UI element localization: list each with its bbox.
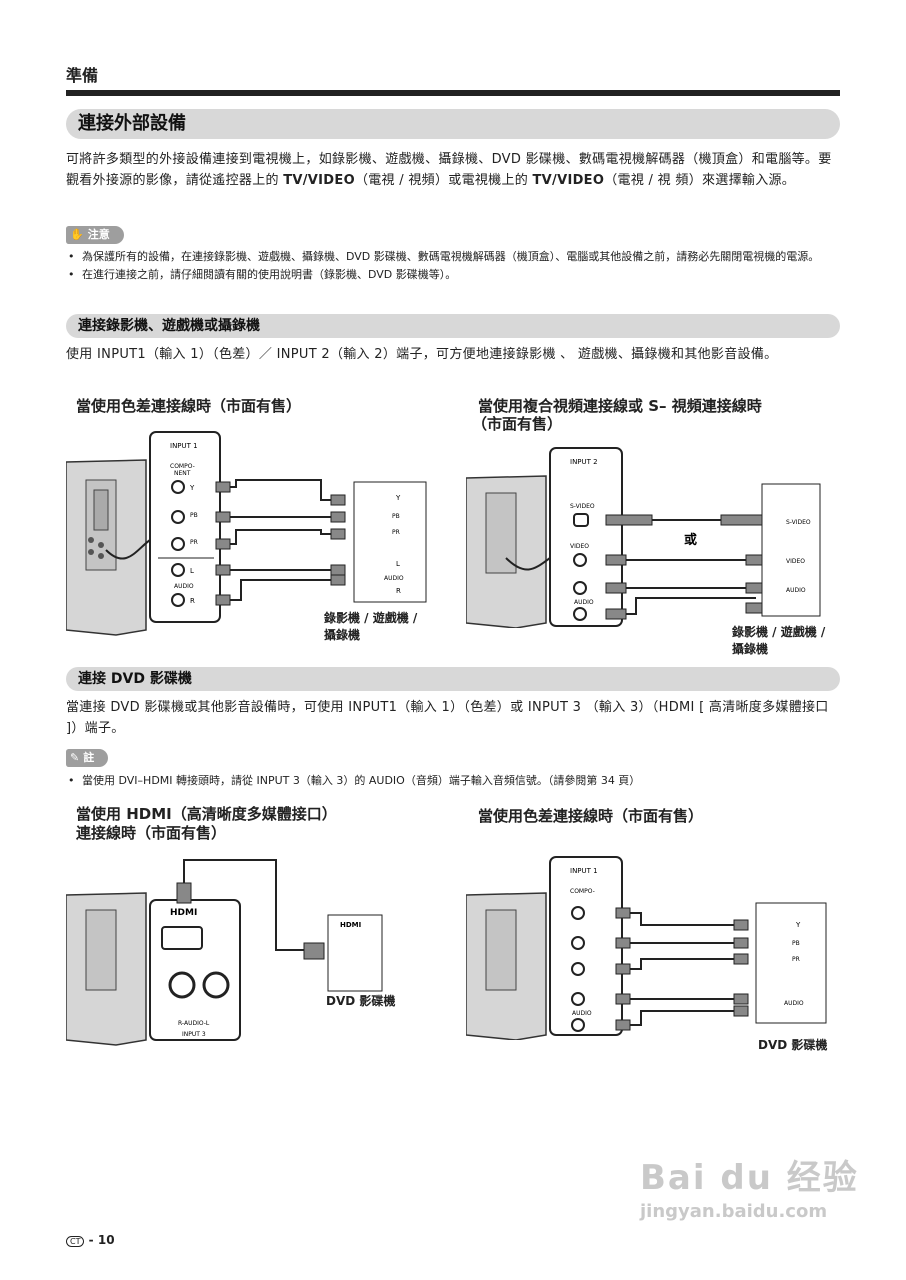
page-number: 10 <box>97 1233 115 1247</box>
dev-audio: AUDIO <box>784 1000 804 1007</box>
input1-label: INPUT 1 <box>170 442 198 450</box>
l-label: L <box>190 567 194 575</box>
cables <box>105 479 336 601</box>
section2-text: 當連接 DVD 影碟機或其他影音設備時，可使用 INPUT1（輸入 1）（色差）… <box>66 700 829 736</box>
watermark: Bai du 经验 jingyan.baidu.com <box>640 1150 859 1222</box>
section1-title: 連接錄影機、遊戲機或攝錄機 <box>66 314 840 338</box>
r-audio-l-label: R-AUDIO-L <box>178 1020 210 1027</box>
device-label-line: 錄影機 / 遊戲機 / <box>324 611 418 625</box>
dvd-label-right: DVD 影碟機 <box>758 1038 828 1052</box>
dvd-label-left: DVD 影碟機 <box>326 994 396 1008</box>
note-label: 註 <box>83 751 95 764</box>
dev-svideo: S-VIDEO <box>786 519 811 526</box>
intro-text-1: 可將許多類型的外接設備連接到電視機上，如錄影機、遊戲機、攝錄機、DVD 影碟機、… <box>66 152 832 188</box>
nent-label: NENT <box>174 470 191 477</box>
component-diagram-2: INPUT 1 COMPO- AUDIO Y PB PR AUDIO <box>466 856 827 1040</box>
section2-right-heading: 當使用色差連接線時（市面有售） <box>478 807 704 825</box>
dev-pr: PR <box>792 956 800 963</box>
section2-title: 連接 DVD 影碟機 <box>66 667 840 691</box>
video-label: VIDEO <box>570 543 589 550</box>
tv-back-graphic <box>66 459 147 636</box>
terminal-panel <box>549 856 623 1036</box>
composite-diagram: INPUT 2 S-VIDEO VIDEO AUDIO S-VIDEO VIDE… <box>466 447 821 628</box>
plugs <box>215 481 346 606</box>
note-item: 當使用 DVI–HDMI 轉接頭時，請從 INPUT 3（輸入 3）的 AUDI… <box>66 772 846 790</box>
page-title: 連接外部設備 <box>66 109 840 139</box>
caution-item: 在進行連接之前，請仔細閱讀有關的使用說明書（錄影機、DVD 影碟機等）。 <box>66 266 846 284</box>
dev-audio: AUDIO <box>384 575 404 582</box>
dev-l: L <box>396 560 400 568</box>
pr-label: PR <box>190 539 198 546</box>
caution-label: 注意 <box>87 228 110 241</box>
component-label: COMPO- <box>170 463 195 470</box>
section2-left-heading-1: 當使用 HDMI（高清晰度多媒體接口） <box>76 805 337 823</box>
device-label-line: 攝錄機 <box>324 628 361 642</box>
dev-video: VIDEO <box>786 558 805 565</box>
note-list: 當使用 DVI–HDMI 轉接頭時，請從 INPUT 3（輸入 3）的 AUDI… <box>66 772 846 790</box>
hand-icon: ✋ <box>70 228 84 241</box>
section2-left-heading-2: 連接線時（市面有售） <box>76 824 227 842</box>
dev-pr: PR <box>392 529 400 536</box>
section1-right-heading-2: （市面有售） <box>472 415 563 433</box>
caution-list: 為保護所有的設備，在連接錄影機、遊戲機、攝錄機、DVD 影碟機、數碼電視機解碼器… <box>66 248 846 284</box>
hdmi-diagram: HDMI R-AUDIO-L INPUT 3 HDMI <box>66 859 383 1046</box>
watermark-brand: Bai du 经验 <box>640 1158 859 1198</box>
pb-label: PB <box>190 512 198 519</box>
input2-label: INPUT 2 <box>570 458 598 466</box>
tv-video-key-1: TV/VIDEO <box>283 173 355 188</box>
section1-right-heading-1: 當使用複合視頻連接線或 S– 視頻連接線時 <box>478 397 762 415</box>
input1-label: INPUT 1 <box>570 867 598 875</box>
device-label-line: 錄影機 / 遊戲機 / <box>732 625 826 639</box>
section1-right-device: 錄影機 / 遊戲機 / 攝錄機 <box>732 624 825 658</box>
terminal-panel: INPUT 1 COMPO- NENT Y PB PR L AUDIO R <box>149 431 221 623</box>
watermark-url: jingyan.baidu.com <box>640 1201 828 1222</box>
caution-item: 為保護所有的設備，在連接錄影機、遊戲機、攝錄機、DVD 影碟機、數碼電視機解碼器… <box>66 248 846 266</box>
audio-label: AUDIO <box>174 583 194 590</box>
device-label-line: 攝錄機 <box>732 642 769 656</box>
component-label: COMPO- <box>570 888 595 895</box>
caution-tag: ✋注意 <box>66 226 124 244</box>
input3-label: INPUT 3 <box>182 1031 206 1038</box>
page-footer: CT - 10 <box>66 1233 115 1247</box>
note-tag: ✎註 <box>66 749 109 767</box>
pencil-icon: ✎ <box>70 751 80 764</box>
intro-text-2: （電視 / 視頻）或電視機上的 <box>354 173 533 188</box>
dev-hdmi-label: HDMI <box>340 921 361 929</box>
section-label: 準備 <box>66 66 99 85</box>
intro-paragraph: 可將許多類型的外接設備連接到電視機上，如錄影機、遊戲機、攝錄機、DVD 影碟機、… <box>66 149 840 191</box>
dev-y: Y <box>395 494 401 502</box>
section1-left-device: 錄影機 / 遊戲機 / 攝錄機 <box>324 610 417 644</box>
audio-label: AUDIO <box>574 599 594 606</box>
page-prefix: CT <box>66 1236 85 1247</box>
dev-pb: PB <box>792 940 800 947</box>
section1-left-heading: 當使用色差連接線時（市面有售） <box>76 397 302 415</box>
dev-audio: AUDIO <box>786 587 806 594</box>
dev-y: Y <box>795 921 801 929</box>
component-diagram-1: INPUT 1 COMPO- NENT Y PB PR L AUDIO R Y … <box>66 431 427 636</box>
r-label: R <box>190 597 195 605</box>
terminal-panel <box>549 447 623 627</box>
terminal-panel <box>149 899 241 1041</box>
svideo-label: S-VIDEO <box>570 503 595 510</box>
intro-text-3: （電視 / 視 頻）來選擇輸入源。 <box>604 173 796 188</box>
tv-video-key-2: TV/VIDEO <box>532 173 605 188</box>
top-rule <box>66 90 840 96</box>
y-label: Y <box>189 484 195 492</box>
dev-r: R <box>396 587 401 595</box>
device-panel: Y PB PR L AUDIO R <box>353 481 427 603</box>
or-label: 或 <box>684 532 697 548</box>
section1-text: 使用 INPUT1（輸入 1）（色差）／ INPUT 2（輸入 2）端子，可方便… <box>66 347 778 362</box>
audio-label: AUDIO <box>572 1010 592 1017</box>
dev-pb: PB <box>392 513 400 520</box>
hdmi-label: HDMI <box>170 908 197 918</box>
